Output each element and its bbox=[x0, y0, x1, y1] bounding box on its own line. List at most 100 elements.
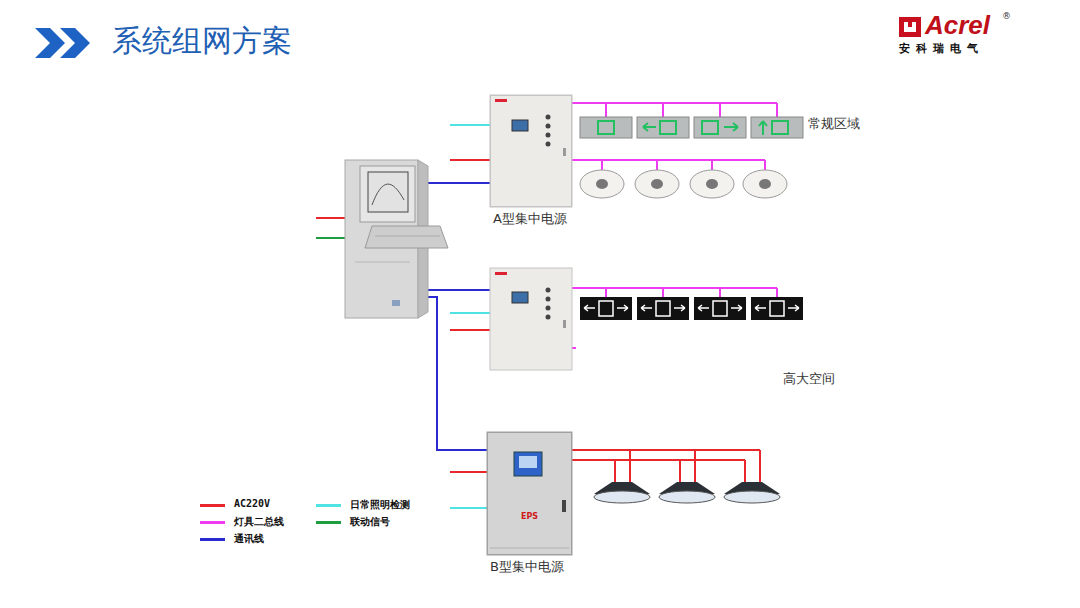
exit-sign-green-part bbox=[751, 117, 803, 138]
panel-mark: EPS bbox=[521, 512, 538, 521]
wiring-part bbox=[418, 182, 490, 184]
exit-sign-green-part bbox=[660, 121, 676, 134]
monitor-cabinet-part bbox=[375, 236, 440, 237]
power-cabinet-a2-part bbox=[563, 320, 566, 328]
emergency-lamp bbox=[580, 170, 787, 198]
emergency-lamp-part bbox=[743, 170, 787, 198]
logo-icon bbox=[899, 17, 921, 37]
power-cabinet-a-part bbox=[546, 142, 551, 147]
legend-text: 通讯线 bbox=[234, 532, 264, 546]
wiring-part bbox=[316, 237, 345, 239]
title-chevrons bbox=[35, 28, 90, 58]
legend-swatch bbox=[200, 504, 225, 507]
exit-sign-black-part-part bbox=[770, 301, 784, 316]
power-cabinet-a2 bbox=[490, 268, 572, 370]
exit-sign-green-part bbox=[643, 123, 656, 131]
box-label: B型集中电源 bbox=[490, 560, 564, 575]
high-bay-lamp-part bbox=[724, 491, 780, 503]
emergency-lamp-part bbox=[690, 170, 734, 198]
monitor-cabinet-part bbox=[365, 226, 448, 248]
legend-text: 灯具二总线 bbox=[234, 515, 284, 529]
legend-text: 联动信号 bbox=[350, 515, 390, 529]
high-bay-lamp bbox=[594, 482, 780, 503]
power-cabinet-a2-part bbox=[546, 288, 551, 293]
emergency-lamp-part bbox=[580, 170, 624, 198]
emergency-lamp-part bbox=[635, 170, 679, 198]
power-cabinet-a-part bbox=[495, 99, 507, 102]
wiring-part bbox=[572, 103, 777, 117]
legend-text: 日常照明检测 bbox=[350, 498, 410, 512]
exit-sign-green-part bbox=[702, 121, 718, 134]
exit-sign-black-part-part bbox=[755, 305, 799, 311]
wiring-part bbox=[450, 471, 487, 473]
wiring-part bbox=[450, 329, 490, 331]
exit-sign-black-part bbox=[637, 297, 689, 320]
legend-swatch bbox=[200, 538, 225, 541]
power-cabinet-a2-part bbox=[546, 297, 551, 302]
wiring-part bbox=[316, 217, 345, 219]
eps-cabinet-b-part bbox=[562, 500, 566, 512]
exit-sign-black-part-part bbox=[599, 301, 613, 316]
exit-sign-green-part bbox=[598, 121, 614, 134]
wiring-part bbox=[450, 124, 490, 126]
exit-sign-black-part-part bbox=[656, 301, 670, 316]
emergency-lamp-part bbox=[706, 179, 718, 189]
wiring-part bbox=[572, 450, 760, 482]
eps-cabinet-b bbox=[487, 432, 572, 555]
exit-sign-black-part-part bbox=[641, 305, 685, 311]
monitor-cabinet-part bbox=[360, 166, 415, 222]
exit-sign-green-part bbox=[580, 117, 632, 138]
wiring-part bbox=[418, 289, 490, 291]
logo-icon-part bbox=[899, 17, 921, 37]
wiring-part bbox=[450, 159, 490, 161]
region-label: 高大空间 bbox=[783, 372, 835, 387]
exit-sign-black bbox=[580, 297, 803, 320]
monitor-cabinet bbox=[345, 160, 448, 318]
exit-sign-green-part bbox=[694, 117, 746, 138]
exit-sign-green-part bbox=[759, 121, 767, 135]
exit-sign-black-part bbox=[584, 301, 799, 316]
monitor-cabinet-part bbox=[355, 262, 410, 263]
logo-subtitle: 安科瑞电气 bbox=[899, 43, 984, 56]
wiring-part bbox=[450, 507, 487, 509]
eps-cabinet-b-part bbox=[519, 456, 537, 468]
power-cabinet-a-part bbox=[490, 95, 572, 207]
box-label: A型集中电源 bbox=[493, 212, 567, 227]
monitor-cabinet-part bbox=[368, 172, 408, 212]
exit-sign-green bbox=[580, 117, 803, 138]
power-cabinet-a-part bbox=[546, 115, 551, 120]
eps-cabinet-b-part bbox=[514, 452, 542, 476]
legend-text: AC220V bbox=[234, 498, 270, 509]
emergency-lamp-part bbox=[596, 179, 608, 189]
power-cabinet-a-part bbox=[546, 124, 551, 129]
exit-sign-green-part bbox=[772, 121, 788, 134]
wiring-part bbox=[572, 460, 745, 482]
monitor-cabinet-part bbox=[372, 184, 404, 205]
power-cabinet-a-part bbox=[546, 133, 551, 138]
eps-cabinet-b-part bbox=[487, 432, 572, 555]
power-cabinet-a2-part bbox=[546, 315, 551, 320]
exit-sign-black-part-part bbox=[713, 301, 727, 316]
legend-swatch bbox=[316, 521, 341, 524]
power-box: EPSB型集中电源 bbox=[487, 432, 572, 555]
exit-sign-black-part bbox=[694, 297, 746, 320]
page-title: 系统组网方案 bbox=[112, 24, 292, 59]
wiring-part bbox=[572, 288, 777, 297]
high-bay-lamp-part bbox=[594, 491, 650, 503]
region-label: 常规区域 bbox=[808, 117, 860, 132]
monitor-cabinet-part bbox=[392, 300, 400, 306]
exit-sign-green-part bbox=[724, 123, 738, 131]
wiring-part bbox=[450, 312, 490, 314]
power-cabinet-a-part bbox=[563, 148, 566, 156]
exit-sign-green-part bbox=[637, 117, 689, 138]
eps-cabinet-b-part bbox=[490, 548, 569, 549]
title-chevrons-part bbox=[60, 28, 90, 58]
power-cabinet-a2-part bbox=[512, 292, 528, 303]
wiring-part bbox=[418, 297, 487, 450]
power-cabinet-a2-part bbox=[546, 306, 551, 311]
exit-sign-black-part-part bbox=[698, 305, 742, 311]
exit-sign-black-part-part bbox=[584, 305, 628, 311]
high-bay-lamp-part bbox=[659, 491, 715, 503]
